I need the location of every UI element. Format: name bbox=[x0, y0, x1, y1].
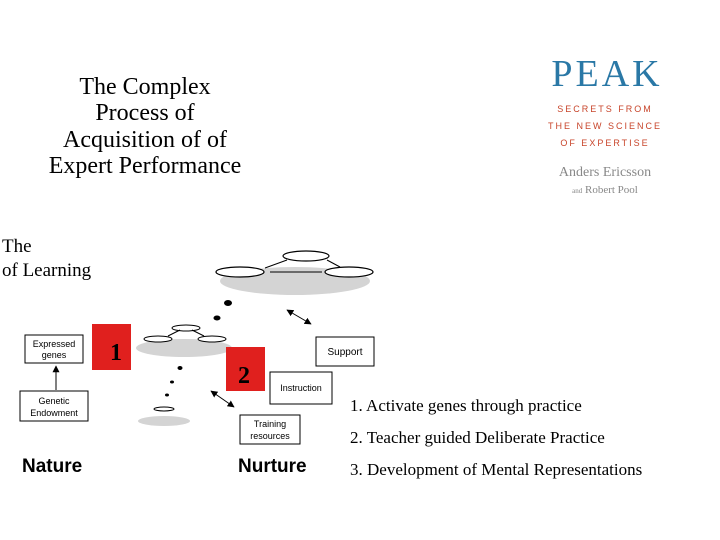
svg-text:Training: Training bbox=[254, 419, 286, 429]
svg-text:Instruction: Instruction bbox=[280, 383, 322, 393]
coauthor-name: Robert Pool bbox=[584, 184, 638, 197]
book-cover: PEAK SECRETS FROM THE NEW SCIENCE OF EXP… bbox=[540, 55, 670, 196]
book-subtitle-line: OF EXPERTISE bbox=[560, 138, 650, 149]
svg-text:resources: resources bbox=[250, 431, 290, 441]
svg-text:Genetic: Genetic bbox=[38, 396, 70, 406]
box-instruction: Instruction bbox=[269, 371, 333, 405]
box-support: Support bbox=[315, 336, 375, 367]
svg-text:Expressed: Expressed bbox=[33, 339, 76, 349]
svg-text:genes: genes bbox=[42, 350, 67, 360]
diagram-heading: The bbox=[2, 236, 32, 257]
marker-1: 1 bbox=[92, 324, 131, 370]
svg-text:1: 1 bbox=[110, 340, 122, 366]
middle-ellipse-cluster bbox=[136, 324, 232, 357]
book-subtitle-line: THE NEW SCIENCE bbox=[547, 121, 662, 132]
svg-text:2: 2 bbox=[238, 363, 250, 389]
box-genetic-endowment: Genetic Endowment bbox=[19, 390, 89, 422]
nurture-label: Nurture bbox=[238, 456, 307, 477]
nature-label: Nature bbox=[22, 456, 82, 477]
book-coauthor: and Robert Pool bbox=[540, 184, 670, 196]
arrow-instruction bbox=[210, 390, 235, 408]
dot-trail bbox=[165, 300, 232, 397]
marker-2: 2 bbox=[226, 347, 265, 391]
book-subtitle: SECRETS FROM THE NEW SCIENCE OF EXPERTIS… bbox=[540, 101, 670, 152]
coauthor-prefix: and bbox=[572, 187, 583, 196]
svg-text:Support: Support bbox=[327, 347, 362, 358]
svg-text:Endowment: Endowment bbox=[30, 408, 78, 418]
list-item: 2. Teacher guided Deliberate Practice bbox=[350, 428, 605, 447]
diagram-heading: of Learning bbox=[2, 260, 92, 281]
box-expressed-genes: Expressed genes bbox=[24, 334, 84, 364]
peak-logo: PEAK bbox=[551, 53, 663, 95]
top-ellipse-cluster bbox=[215, 250, 374, 295]
list-item: 3. Development of Mental Representations bbox=[350, 460, 643, 479]
bottom-ellipse-cluster bbox=[138, 406, 190, 426]
box-training-resources: Training resources bbox=[239, 414, 301, 445]
list-item: 1. Activate genes through practice bbox=[350, 396, 582, 415]
arrow-support bbox=[286, 309, 312, 325]
book-author: Anders Ericsson bbox=[558, 165, 652, 181]
slide-title: The Complex Process of Acquisition of of… bbox=[48, 74, 242, 180]
book-subtitle-line: SECRETS FROM bbox=[557, 104, 653, 114]
